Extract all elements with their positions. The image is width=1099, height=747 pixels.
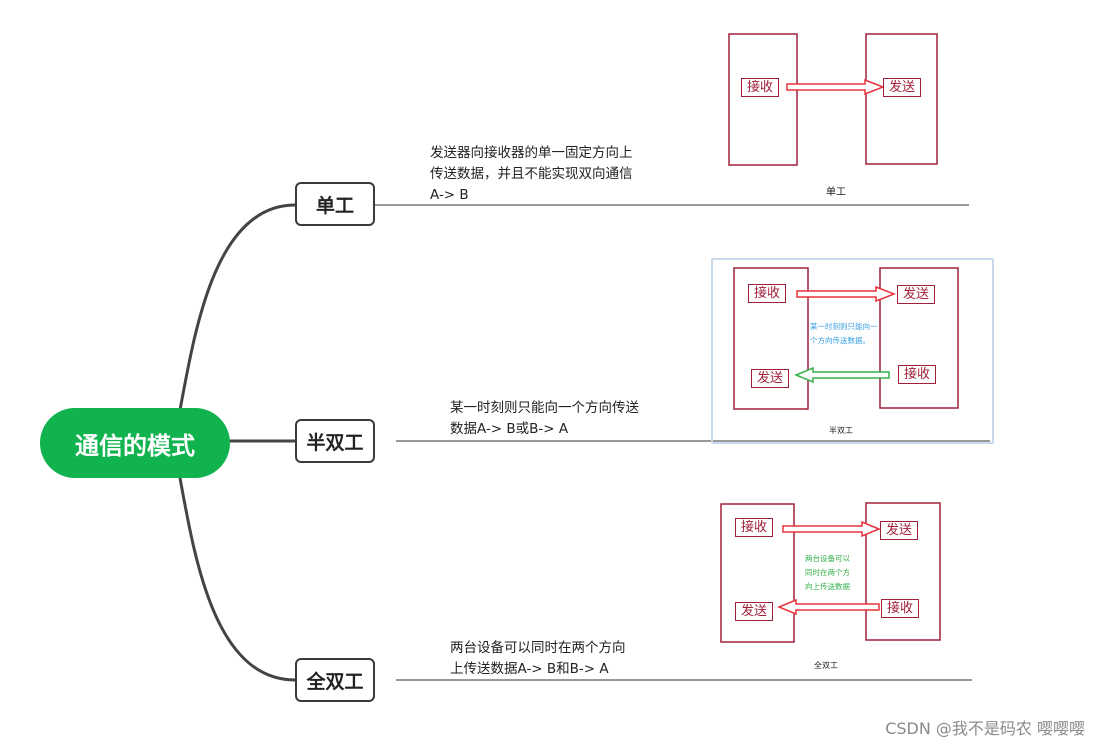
half-receive-label-right: 接收 <box>898 365 937 384</box>
full-device-right <box>865 502 941 641</box>
half-note-line: 个方向传送数据。 <box>810 336 870 345</box>
half-device-right <box>879 267 959 409</box>
simplex-receive-label: 接收 <box>741 78 780 97</box>
simplex-device-left <box>728 33 798 166</box>
half-note-line: 某一时刻则只能向一 <box>810 322 878 331</box>
simplex-arrow-right <box>786 78 886 96</box>
half-duplex-figure-frame <box>711 258 994 444</box>
full-send-label-left: 发送 <box>735 602 774 621</box>
half-duplex-description: 某一时刻则只能向一个方向传送 数据A-> B或B-> A <box>450 398 639 440</box>
full-duplex-note: 两台设备可以 同时在两个方 向上传送数据 <box>805 552 850 594</box>
half-device-left <box>733 267 809 410</box>
simplex-desc-line: 传送数据，并且不能实现双向通信 <box>430 166 633 182</box>
root-node[interactable]: 通信的模式 <box>40 408 230 478</box>
watermark: CSDN @我不是码农 嘤嘤嘤 <box>885 719 1085 738</box>
full-note-line: 两台设备可以 <box>805 554 850 563</box>
simplex-send-label: 发送 <box>883 78 922 97</box>
full-duplex-caption: 全双工 <box>814 661 838 670</box>
half-arrow-left <box>794 366 890 384</box>
branch-node-full-duplex[interactable]: 全双工 <box>295 658 375 702</box>
branch-node-simplex[interactable]: 单工 <box>295 182 375 226</box>
full-arrow-right <box>782 520 881 538</box>
full-device-left <box>720 503 795 643</box>
simplex-device-right <box>865 33 938 165</box>
simplex-desc-line: 发送器向接收器的单一固定方向上 <box>430 145 633 161</box>
simplex-caption: 单工 <box>826 187 846 198</box>
simplex-desc-line: A-> B <box>430 187 469 203</box>
branch-node-half-duplex[interactable]: 半双工 <box>295 419 375 463</box>
half-send-label-left: 发送 <box>751 369 790 388</box>
full-receive-label-left: 接收 <box>735 518 774 537</box>
half-desc-line: 数据A-> B或B-> A <box>450 421 569 437</box>
full-duplex-description: 两台设备可以同时在两个方向 上传送数据A-> B和B-> A <box>450 638 626 680</box>
branch-curve-full <box>178 477 296 682</box>
simplex-description: 发送器向接收器的单一固定方向上 传送数据，并且不能实现双向通信 A-> B <box>430 143 633 206</box>
half-duplex-note: 某一时刻则只能向一 个方向传送数据。 <box>810 320 878 348</box>
half-send-label-right: 发送 <box>897 285 936 304</box>
full-receive-label-right: 接收 <box>881 599 920 618</box>
full-send-label-right: 发送 <box>880 521 919 540</box>
full-note-line: 同时在两个方 <box>805 568 850 577</box>
full-desc-line: 上传送数据A-> B和B-> A <box>450 661 609 677</box>
half-arrow-right <box>796 285 897 303</box>
full-note-line: 向上传送数据 <box>805 582 850 591</box>
branch-curve-simplex <box>178 203 296 411</box>
full-arrow-left <box>777 598 880 616</box>
half-desc-line: 某一时刻则只能向一个方向传送 <box>450 400 639 416</box>
full-desc-line: 两台设备可以同时在两个方向 <box>450 640 626 656</box>
half-receive-label-left: 接收 <box>748 284 787 303</box>
half-duplex-caption: 半双工 <box>829 426 853 435</box>
